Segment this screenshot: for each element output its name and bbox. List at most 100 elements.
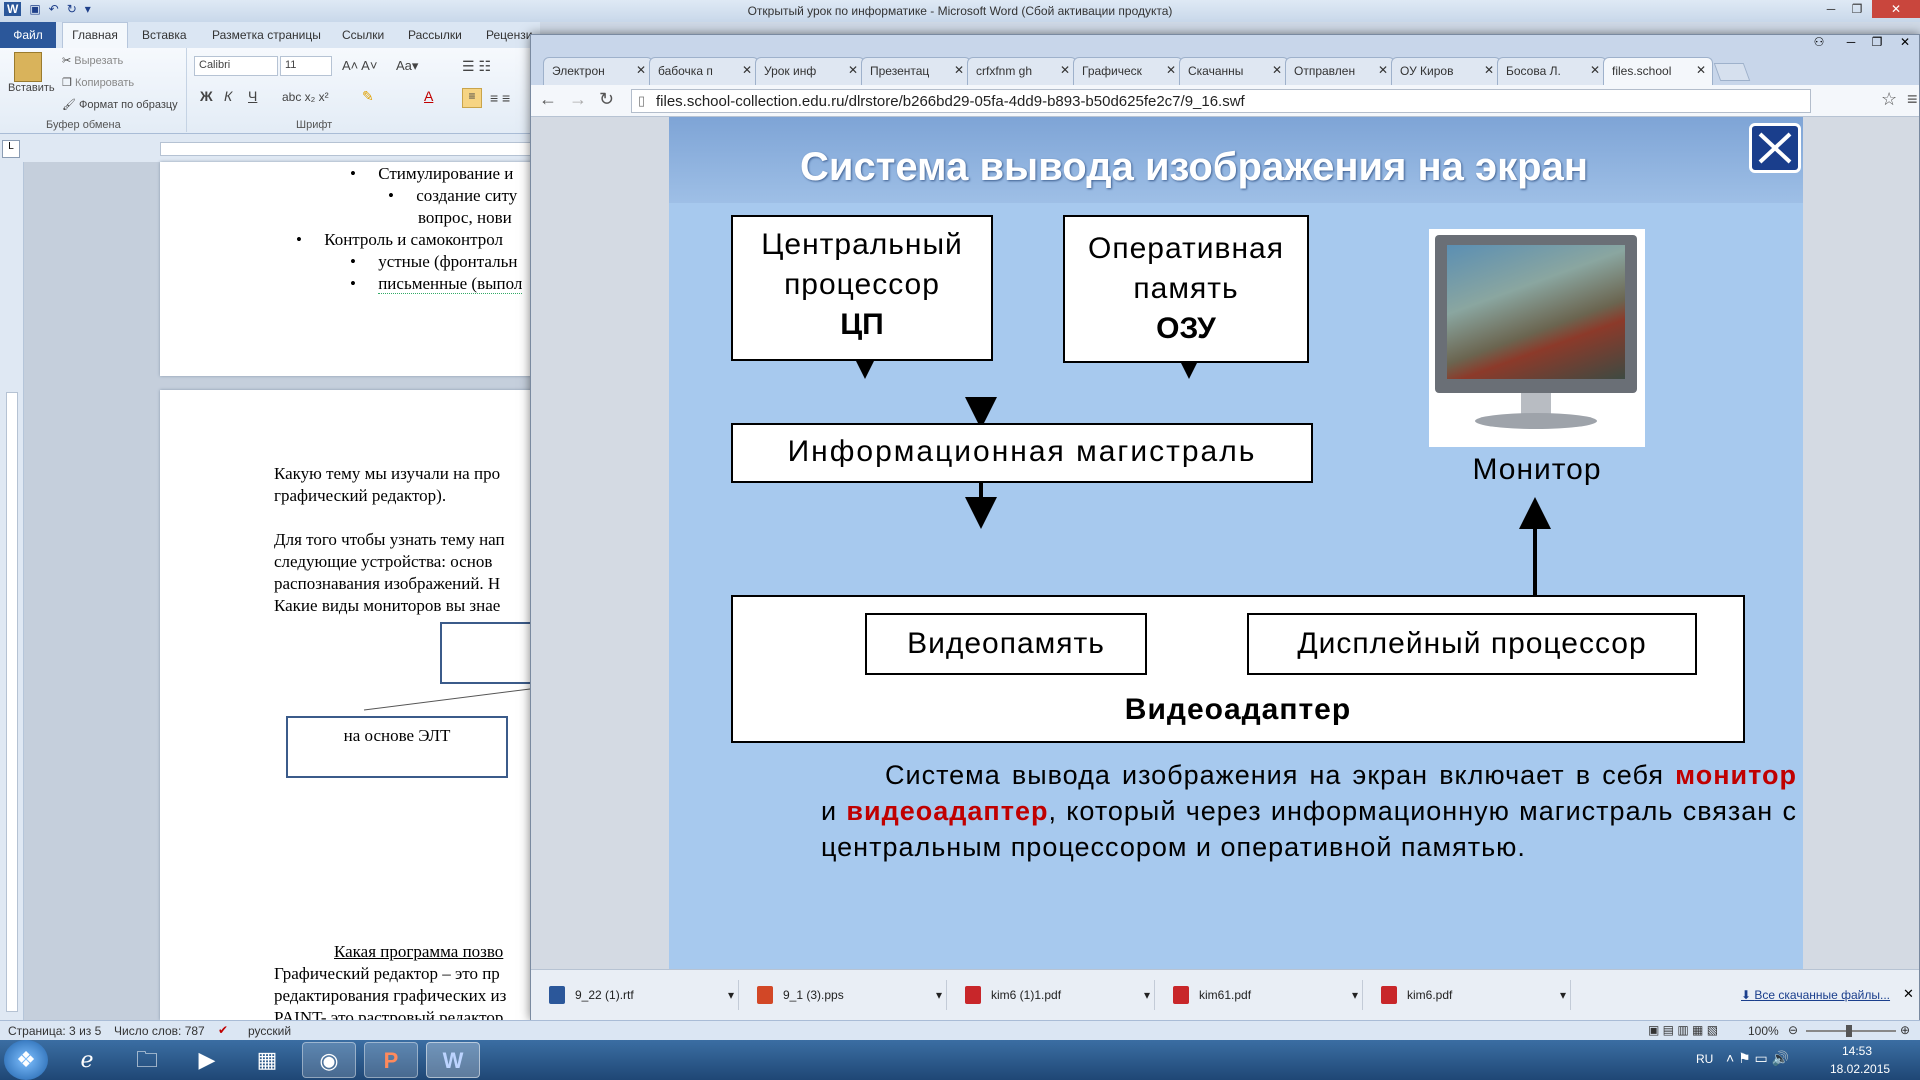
paste-button[interactable]: Вставить bbox=[8, 52, 55, 112]
forward-icon[interactable]: → bbox=[569, 89, 587, 109]
document-page-2[interactable]: Какую тему мы изучали на про графический… bbox=[160, 390, 540, 1020]
format-painter-button[interactable]: 🖌 Формат по образцу bbox=[62, 99, 178, 111]
browser-tab-active[interactable]: files.school✕ bbox=[1603, 57, 1713, 85]
presentation-slide[interactable]: Система вывода изображения на экран Цент… bbox=[669, 117, 1803, 969]
tray-icons[interactable]: ˄ ⚑ ▭ 🔊 bbox=[1726, 1050, 1790, 1066]
tab-close-icon[interactable]: ✕ bbox=[1059, 63, 1070, 77]
strikethrough-icon[interactable]: abc x₂ x² bbox=[282, 90, 329, 104]
language-indicator[interactable]: русский bbox=[248, 1024, 292, 1038]
display-processor-box[interactable]: Дисплейный процессор bbox=[1247, 613, 1697, 675]
profile-icon[interactable]: ⚇ bbox=[1813, 35, 1825, 49]
redo-icon[interactable]: ↻ bbox=[66, 2, 77, 16]
browser-tab[interactable]: Графическ✕ bbox=[1073, 57, 1183, 85]
tab-selector-icon[interactable]: L bbox=[2, 140, 20, 158]
cut-button[interactable]: ✂ Вырезать bbox=[62, 55, 124, 67]
tab-close-icon[interactable]: ✕ bbox=[847, 63, 858, 77]
zoom-in-icon[interactable]: ⊕ bbox=[1900, 1023, 1911, 1037]
keyboard-language[interactable]: RU bbox=[1696, 1052, 1714, 1066]
font-color-icon[interactable]: A bbox=[424, 88, 434, 104]
media-player-icon[interactable]: ▶ bbox=[198, 1047, 216, 1072]
qat-dropdown-icon[interactable]: ▾ bbox=[84, 2, 91, 16]
chevron-down-icon[interactable]: ▾ bbox=[727, 988, 734, 1002]
all-downloads-link[interactable]: ⬇ Все скачанные файлы... bbox=[1741, 988, 1891, 1002]
address-bar[interactable]: ▯ files.school-collection.edu.ru/dlrstor… bbox=[631, 89, 1811, 113]
grow-font-icon[interactable]: A˄ A˅ bbox=[342, 58, 378, 73]
copy-button[interactable]: ❐ Копировать bbox=[62, 77, 135, 89]
page-counter[interactable]: Страница: 3 из 5 bbox=[8, 1024, 102, 1038]
browser-tab[interactable]: Презентац✕ bbox=[861, 57, 971, 85]
chevron-down-icon[interactable]: ▾ bbox=[1559, 988, 1566, 1002]
file-explorer-icon[interactable]: 🗀 bbox=[135, 1047, 158, 1072]
diagram-box[interactable] bbox=[440, 622, 540, 684]
chrome-menu-icon[interactable]: ≡ bbox=[1907, 89, 1918, 109]
tab-close-icon[interactable]: ✕ bbox=[741, 63, 752, 77]
tab-close-icon[interactable]: ✕ bbox=[1589, 63, 1600, 77]
zoom-slider-handle[interactable] bbox=[1846, 1025, 1852, 1037]
minimize-icon[interactable]: ─ bbox=[1826, 2, 1836, 16]
italic-button[interactable]: К bbox=[224, 88, 233, 104]
browser-tab[interactable]: crfxfnm gh✕ bbox=[967, 57, 1077, 85]
browser-close-icon[interactable]: ✕ bbox=[1899, 35, 1911, 49]
download-item[interactable]: kim6.pdf▾ bbox=[1371, 980, 1571, 1010]
font-size-select[interactable]: 11 bbox=[280, 56, 332, 76]
clock-date[interactable]: 18.02.2015 bbox=[1830, 1062, 1891, 1076]
browser-tab[interactable]: Отправлен✕ bbox=[1285, 57, 1395, 85]
start-button-icon[interactable]: ❖ bbox=[4, 1040, 48, 1080]
tab-close-icon[interactable]: ✕ bbox=[1377, 63, 1388, 77]
tab-close-icon[interactable]: ✕ bbox=[635, 63, 646, 77]
word-taskbar-icon[interactable]: W bbox=[426, 1042, 480, 1078]
chevron-down-icon[interactable]: ▾ bbox=[935, 988, 942, 1002]
chevron-down-icon[interactable]: ▾ bbox=[1351, 988, 1358, 1002]
maximize-icon[interactable]: ❐ bbox=[1851, 2, 1863, 16]
save-icon[interactable]: ▣ bbox=[29, 2, 41, 16]
word-count[interactable]: Число слов: 787 bbox=[114, 1024, 205, 1038]
diagram-box-crt[interactable]: на основе ЭЛТ bbox=[286, 716, 508, 778]
browser-maximize-icon[interactable]: ❐ bbox=[1871, 35, 1883, 49]
view-buttons-icon[interactable]: ▣ ▤ ▥ ▦ ▧ bbox=[1648, 1023, 1719, 1037]
change-case-icon[interactable]: Aa▾ bbox=[396, 58, 419, 73]
back-icon[interactable]: ← bbox=[539, 89, 557, 109]
tab-close-icon[interactable]: ✕ bbox=[1271, 63, 1282, 77]
browser-tab[interactable]: Электрон✕ bbox=[543, 57, 653, 85]
download-item[interactable]: 9_1 (3).pps▾ bbox=[747, 980, 947, 1010]
bold-button[interactable]: Ж bbox=[200, 88, 213, 104]
undo-icon[interactable]: ↶ bbox=[48, 2, 59, 16]
highlight-icon[interactable]: ✎ bbox=[362, 88, 374, 104]
download-item[interactable]: kim61.pdf▾ bbox=[1163, 980, 1363, 1010]
browser-minimize-icon[interactable]: ─ bbox=[1846, 35, 1856, 49]
download-item[interactable]: 9_22 (1).rtf▾ bbox=[539, 980, 739, 1010]
tab-references[interactable]: Ссылки bbox=[342, 28, 385, 42]
browser-tab[interactable]: бабочка п✕ bbox=[649, 57, 759, 85]
slide-close-button[interactable] bbox=[1749, 123, 1801, 173]
zoom-level[interactable]: 100% bbox=[1748, 1024, 1779, 1038]
tab-close-icon[interactable]: ✕ bbox=[1695, 63, 1706, 77]
bookmark-star-icon[interactable]: ☆ bbox=[1881, 89, 1898, 109]
tab-review[interactable]: Рецензи bbox=[486, 28, 533, 42]
spelling-icon[interactable]: ✔ bbox=[218, 1023, 229, 1037]
tab-close-icon[interactable]: ✕ bbox=[953, 63, 964, 77]
chevron-down-icon[interactable]: ▾ bbox=[1143, 988, 1150, 1002]
zoom-out-icon[interactable]: ⊖ bbox=[1788, 1023, 1799, 1037]
download-item[interactable]: kim6 (1)1.pdf▾ bbox=[955, 980, 1155, 1010]
clock-time[interactable]: 14:53 bbox=[1842, 1044, 1873, 1058]
ram-box[interactable]: Оперативная память ОЗУ bbox=[1063, 215, 1309, 363]
document-page-1[interactable]: • Стимулирование и • создание ситу вопро… bbox=[160, 162, 540, 376]
browser-tab[interactable]: ОУ Киров✕ bbox=[1391, 57, 1501, 85]
bus-box[interactable]: Информационная магистраль bbox=[731, 423, 1313, 483]
new-tab-button[interactable] bbox=[1713, 63, 1751, 81]
browser-tab[interactable]: Скачанны✕ bbox=[1179, 57, 1289, 85]
internet-explorer-icon[interactable]: ℯ bbox=[80, 1047, 94, 1072]
browser-tab[interactable]: Урок инф✕ bbox=[755, 57, 865, 85]
powerpoint-taskbar-icon[interactable]: P bbox=[364, 1042, 418, 1078]
bullets-icon[interactable]: ☰ ☷ bbox=[462, 58, 491, 74]
font-name-select[interactable]: Calibri bbox=[194, 56, 278, 76]
tab-file[interactable]: Файл bbox=[0, 22, 56, 48]
downloads-close-icon[interactable]: ✕ bbox=[1903, 986, 1914, 1001]
reload-icon[interactable]: ↻ bbox=[599, 89, 615, 109]
close-icon[interactable]: ✕ bbox=[1872, 0, 1920, 18]
tab-close-icon[interactable]: ✕ bbox=[1165, 63, 1176, 77]
align-left-icon[interactable]: ≡ bbox=[462, 88, 482, 108]
tab-home[interactable]: Главная bbox=[62, 22, 128, 48]
tab-mailings[interactable]: Рассылки bbox=[408, 28, 462, 42]
underline-button[interactable]: Ч bbox=[248, 88, 258, 104]
